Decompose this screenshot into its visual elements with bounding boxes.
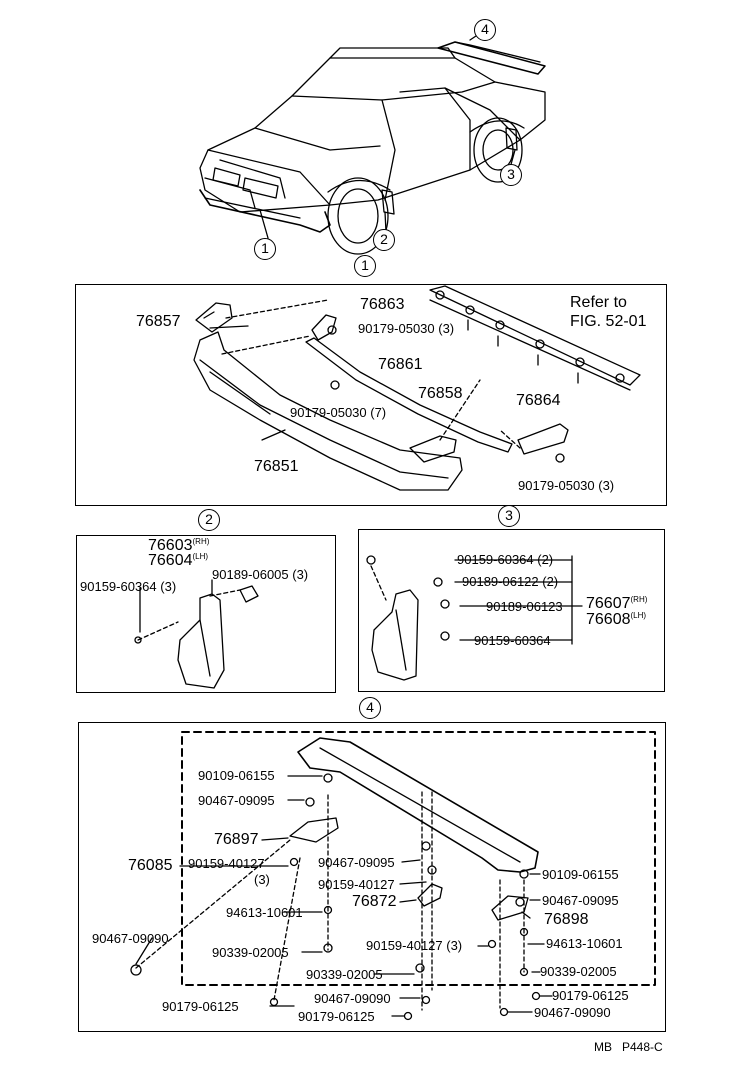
clip-90179-05030-a: 90179-05030 (3) bbox=[358, 321, 455, 336]
part-76608: 76608(LH) bbox=[586, 611, 647, 628]
part-76607: 76607(RH) bbox=[586, 595, 648, 612]
nutcap-90179-06125-l: 90179-06125 bbox=[162, 999, 239, 1014]
grommet-90467-09095-r: 90467-09095 bbox=[542, 893, 619, 908]
part-76603: 76603(RH) bbox=[148, 537, 210, 554]
screw-90159-60364: 90159-60364 (3) bbox=[80, 579, 177, 594]
screw-90159-40127-c: 90159-40127 bbox=[318, 877, 395, 892]
clip-90179-05030-b: 90179-05030 (7) bbox=[290, 405, 387, 420]
bolt-90109-06155-l: 90109-06155 bbox=[198, 768, 275, 783]
bolt-90109-06155-r: 90109-06155 bbox=[542, 867, 619, 882]
callout-2-panel: 2 bbox=[198, 509, 220, 531]
screw-90159-40127-r: 90159-40127 (3) bbox=[366, 938, 463, 953]
nutcap-90179-06125-r: 90179-06125 bbox=[552, 988, 629, 1003]
callout-1-car-b: 1 bbox=[354, 255, 376, 277]
washer-94613-10601-r: 94613-10601 bbox=[546, 936, 623, 951]
callout-3-panel: 3 bbox=[498, 505, 520, 527]
grommet-90467-09090-c: 90467-09090 bbox=[314, 991, 391, 1006]
part-76898: 76898 bbox=[544, 911, 589, 928]
nutcap-90179-06125-c: 90179-06125 bbox=[298, 1009, 375, 1024]
panel-front-spoiler bbox=[75, 284, 667, 506]
part-76604: 76604(LH) bbox=[148, 552, 209, 569]
screw-qty-l: (3) bbox=[254, 872, 270, 887]
car-illustration bbox=[199, 31, 546, 255]
screw-90159-60364-b: 90159-60364 bbox=[474, 633, 551, 648]
panel-rear-spoiler bbox=[78, 722, 666, 1032]
nut-90189-06122: 90189-06122 (2) bbox=[462, 574, 559, 589]
callout-4-car: 4 bbox=[474, 19, 496, 41]
part-76857: 76857 bbox=[136, 313, 181, 330]
drawing-code: MB P448-C bbox=[594, 1040, 663, 1054]
callout-4-panel: 4 bbox=[359, 697, 381, 719]
grommet-90467-09090-r: 90467-09090 bbox=[534, 1005, 611, 1020]
grommet-90467-09095-c: 90467-09095 bbox=[318, 855, 395, 870]
refer-to-label: Refer to bbox=[570, 294, 627, 311]
nut-90339-02005-l: 90339-02005 bbox=[212, 945, 289, 960]
rear-spoiler-drawing bbox=[130, 731, 656, 1021]
callout-3-car: 3 bbox=[500, 164, 522, 186]
part-76858: 76858 bbox=[418, 385, 463, 402]
part-76897: 76897 bbox=[214, 831, 259, 848]
part-76851: 76851 bbox=[254, 458, 299, 475]
front-spoiler-drawing bbox=[193, 285, 641, 491]
nut-90339-02005-c: 90339-02005 bbox=[306, 967, 383, 982]
part-76863: 76863 bbox=[360, 296, 405, 313]
screw-90159-40127-l: 90159-40127 bbox=[188, 856, 265, 871]
callout-2-car: 2 bbox=[373, 229, 395, 251]
refer-fig-label: FIG. 52-01 bbox=[570, 313, 647, 330]
panel-mudflap-rear bbox=[358, 529, 665, 692]
screw-90159-60364-2: 90159-60364 (2) bbox=[457, 552, 554, 567]
part-76861: 76861 bbox=[378, 356, 423, 373]
nut-90189-06123: 90189-06123 bbox=[486, 599, 563, 614]
grommet-90467-09095-l: 90467-09095 bbox=[198, 793, 275, 808]
callout-1-car: 1 bbox=[254, 238, 276, 260]
part-76085: 76085 bbox=[128, 857, 173, 874]
mudflap-lh-drawing bbox=[134, 579, 259, 689]
nut-90339-02005-r: 90339-02005 bbox=[540, 964, 617, 979]
grommet-90467-09090-far: 90467-09090 bbox=[92, 931, 169, 946]
clip-90179-05030-c: 90179-05030 (3) bbox=[518, 478, 615, 493]
mudflap-rh-drawing bbox=[366, 555, 583, 681]
panel-mudflap-front bbox=[76, 535, 336, 693]
nut-90189-06005: 90189-06005 (3) bbox=[212, 567, 309, 582]
part-76864: 76864 bbox=[516, 392, 561, 409]
part-76872: 76872 bbox=[352, 893, 397, 910]
washer-94613-10601-l: 94613-10601 bbox=[226, 905, 303, 920]
